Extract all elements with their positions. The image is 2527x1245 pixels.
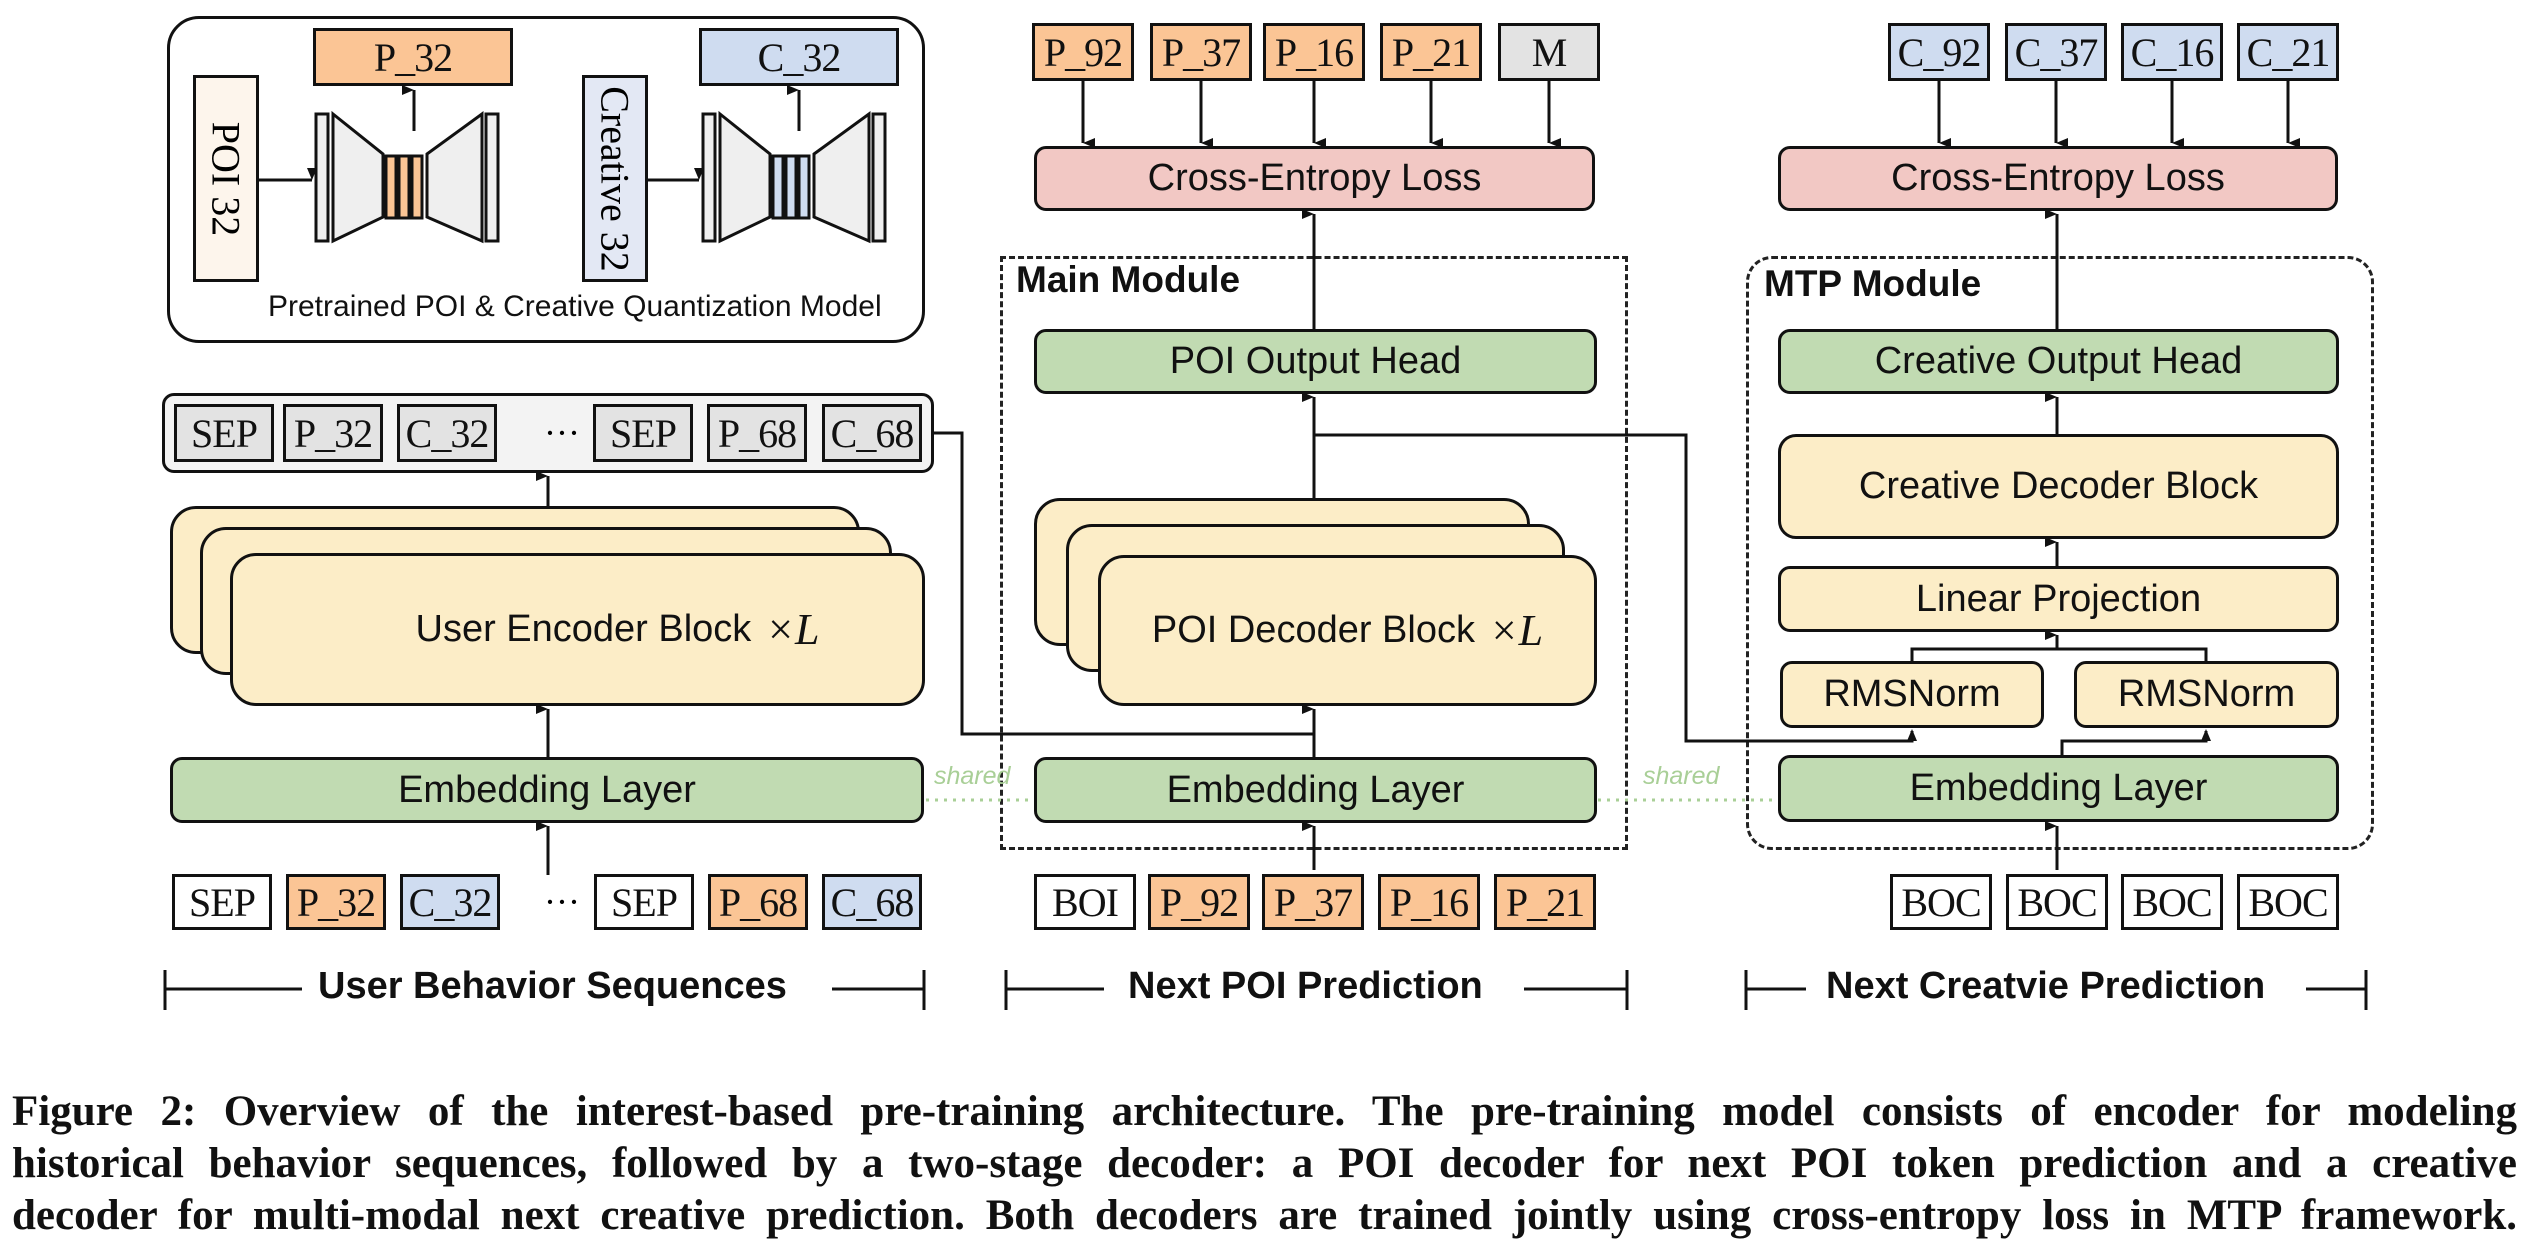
creative-decoder-block: Creative Decoder Block [1778, 434, 2339, 539]
encoder-input-token: SEP [172, 874, 272, 930]
section-label-user-behavior: User Behavior Sequences [318, 965, 787, 1007]
rmsnorm-left: RMSNorm [1780, 661, 2044, 728]
section-label-next-poi: Next POI Prediction [1128, 965, 1483, 1007]
user-encoder-block: User Encoder Block ×L [230, 553, 925, 706]
mtp-target-token: C_92 [1888, 23, 1990, 81]
shared-label-right: shared [1643, 762, 1720, 790]
encoder-output-token: C_32 [397, 404, 497, 462]
encoder-input-token: ··· [544, 882, 580, 922]
poi-decoder-multiplier: ×L [1488, 606, 1544, 655]
main-embedding-layer: Embedding Layer [1034, 757, 1597, 823]
mtp-cross-entropy-loss: Cross-Entropy Loss [1778, 146, 2338, 211]
poi-output-head: POI Output Head [1034, 329, 1597, 394]
mtp-embedding-layer: Embedding Layer [1778, 755, 2339, 822]
figure-caption-line-3: decoder for multi-modal next creative pr… [12, 1192, 2517, 1239]
mtp-target-token: C_37 [2005, 23, 2107, 81]
mtp-input-token: BOC [2121, 874, 2223, 930]
main-target-token: P_37 [1150, 23, 1252, 81]
main-input-token: P_92 [1148, 874, 1250, 930]
quant-poi-output-token: P_32 [313, 28, 513, 86]
quant-creative-output-token: C_32 [699, 28, 899, 86]
encoder-input-token: C_32 [400, 874, 500, 930]
quantization-title: Pretrained POI & Creative Quantization M… [268, 290, 882, 323]
encoder-multiplier: ×L [765, 605, 820, 654]
main-input-token: P_16 [1378, 874, 1480, 930]
mtp-input-token: BOC [1890, 874, 1992, 930]
figure-caption-line-1: Figure 2: Overview of the interest-based… [12, 1088, 2517, 1135]
main-input-token: BOI [1034, 874, 1136, 930]
creative-input-label: Creative 32 [592, 85, 638, 272]
main-target-token: P_16 [1263, 23, 1365, 81]
poi-input-box: POI 32 [193, 75, 259, 282]
main-input-token: P_21 [1494, 874, 1596, 930]
encoder-output-token: P_32 [283, 404, 383, 462]
encoder-output-token: SEP [174, 404, 274, 462]
mtp-target-token: C_21 [2237, 23, 2339, 81]
encoder-input-token: P_68 [708, 874, 808, 930]
mtp-input-token: BOC [2237, 874, 2339, 930]
encoder-input-token: SEP [594, 874, 694, 930]
poi-decoder-block: POI Decoder Block ×L [1098, 555, 1597, 706]
main-target-token: P_21 [1380, 23, 1482, 81]
mtp-target-token: C_16 [2121, 23, 2223, 81]
poi-input-label: POI 32 [203, 121, 249, 236]
mtp-module-title: MTP Module [1764, 263, 1982, 304]
poi-decoder-block-label: POI Decoder Block [1151, 609, 1475, 651]
mtp-input-token: BOC [2006, 874, 2108, 930]
main-target-token: P_92 [1032, 23, 1134, 81]
creative-input-box: Creative 32 [582, 75, 648, 282]
shared-label-left: shared [934, 762, 1011, 790]
main-module-title: Main Module [1016, 259, 1241, 300]
section-label-next-creative: Next Creatvie Prediction [1826, 965, 2266, 1007]
encoder-embedding-layer: Embedding Layer [170, 757, 924, 823]
encoder-output-token: P_68 [707, 404, 807, 462]
encoder-input-token: C_68 [822, 874, 922, 930]
encoder-output-token: C_68 [822, 404, 922, 462]
encoder-output-token: SEP [593, 404, 693, 462]
encoder-output-token: ··· [544, 413, 580, 453]
linear-projection: Linear Projection [1778, 566, 2339, 632]
encoder-input-token: P_32 [286, 874, 386, 930]
creative-output-head: Creative Output Head [1778, 329, 2339, 394]
main-input-token: P_37 [1262, 874, 1364, 930]
rmsnorm-right: RMSNorm [2074, 661, 2339, 728]
main-target-token: M [1498, 23, 1600, 81]
user-encoder-block-label: User Encoder Block [415, 608, 752, 650]
main-cross-entropy-loss: Cross-Entropy Loss [1034, 146, 1595, 211]
figure-caption-line-2: historical behavior sequences, followed … [12, 1140, 2517, 1187]
